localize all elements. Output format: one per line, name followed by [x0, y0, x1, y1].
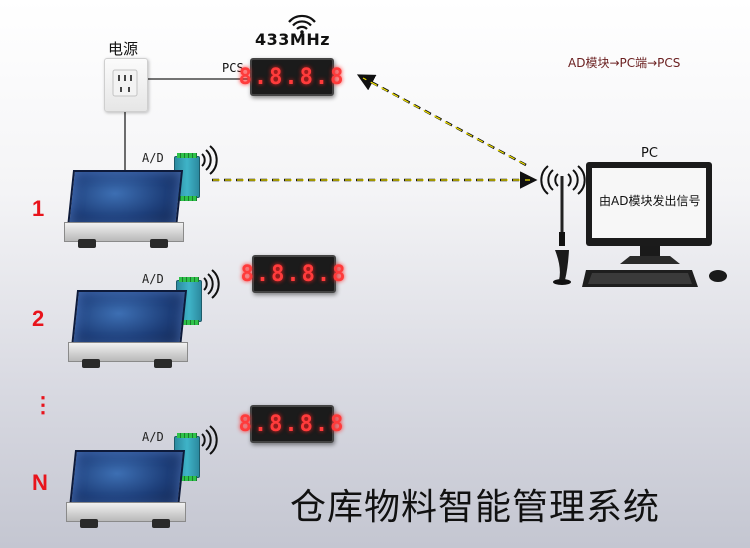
- scale-base: [66, 502, 186, 522]
- scale-foot: [78, 239, 96, 248]
- station-n-led-value: 8.8.8.8: [238, 411, 346, 437]
- power-label: 电源: [108, 40, 139, 58]
- antenna-icon: [540, 165, 586, 285]
- monitor-icon: [586, 162, 712, 264]
- scale-base: [64, 222, 184, 242]
- keyboard-icon: [582, 270, 698, 287]
- pc-screen-text: 由AD模块发出信号: [599, 194, 701, 208]
- scale-foot: [154, 359, 172, 368]
- pcs-led-value: 8.8.8.8: [238, 64, 346, 90]
- signal-icon-station-n: [201, 425, 218, 455]
- power-socket-face: [112, 69, 138, 97]
- flow-label: AD模块→PC端→PCS: [568, 56, 681, 70]
- station-n-led-display: 8.8.8.8: [239, 405, 343, 443]
- frequency-label: 433MHz: [255, 30, 331, 49]
- station-2-ad-label: A/D: [142, 272, 164, 286]
- wifi-icon: [288, 14, 316, 34]
- signal-icon-station-2: [203, 269, 220, 299]
- station-2-led-value: 8.8.8.8: [240, 261, 348, 287]
- station-2-scale: [68, 290, 188, 372]
- pcs-led-display: 8.8.8.8: [239, 58, 343, 96]
- pc-label: PC: [641, 146, 658, 161]
- signal-icon-station-1: [201, 145, 218, 175]
- pcs-label: PCS: [222, 61, 244, 75]
- pc-to-pcs-link: [356, 74, 527, 167]
- scale-foot: [150, 239, 168, 248]
- scale-platform: [66, 170, 184, 228]
- station-n-number: N: [32, 470, 48, 495]
- station-1-ad-label: A/D: [142, 151, 164, 165]
- scale-platform: [68, 450, 186, 508]
- system-title: 仓库物料智能管理系统: [290, 487, 661, 528]
- station-ellipsis: ⋮: [32, 392, 54, 417]
- station-n-scale: [66, 450, 186, 532]
- scale-platform: [70, 290, 188, 348]
- scale-foot: [152, 519, 170, 528]
- station-2-number: 2: [32, 306, 45, 331]
- scale-foot: [82, 359, 100, 368]
- mouse-icon: [709, 270, 727, 282]
- station-1-number: 1: [32, 196, 45, 221]
- station-2-led-display: 8.8.8.8: [241, 255, 345, 293]
- station-n-ad-label: A/D: [142, 430, 164, 444]
- scale-foot: [80, 519, 98, 528]
- scale-base: [68, 342, 188, 362]
- station-1-scale: [64, 170, 184, 252]
